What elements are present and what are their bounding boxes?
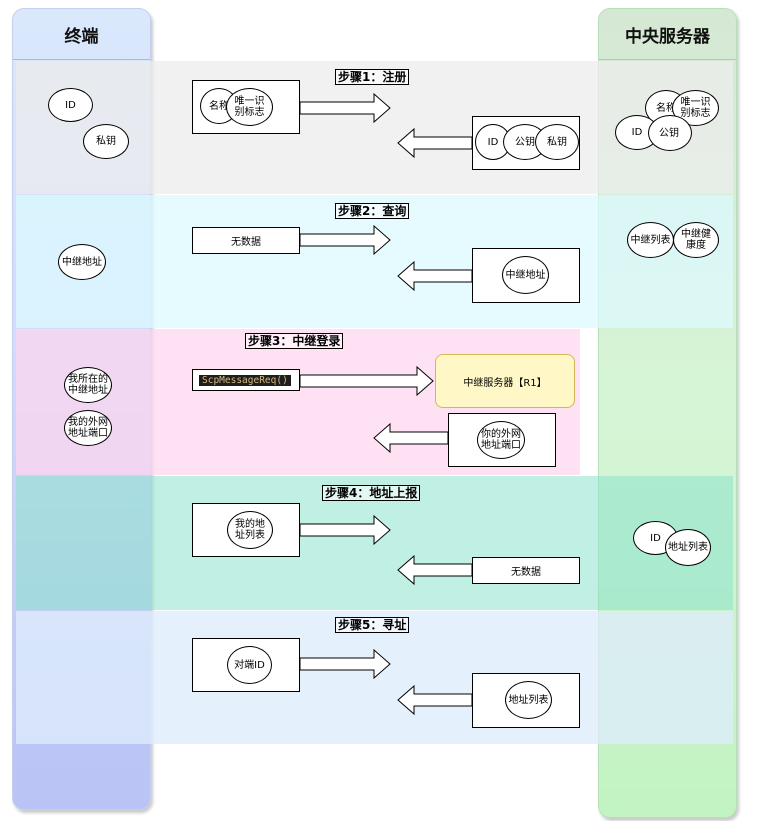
client-id-ellipse: ID — [48, 88, 93, 122]
step4-title: 步骤4：地址上报 — [322, 485, 421, 501]
client-private-key-ellipse: 私钥 — [83, 124, 129, 159]
step2-response-arrow — [397, 260, 473, 292]
server-pubkey-ellipse: 公钥 — [648, 115, 692, 151]
client-my-public-ellipse: 我的外网地址端口 — [64, 410, 112, 446]
step3-title: 步骤3：中继登录 — [245, 333, 344, 349]
step2-client-box: 无数据 — [192, 227, 300, 254]
step1-request-arrow — [299, 92, 391, 124]
client-lane-title: 终端 — [13, 9, 150, 60]
client-relay-addr-ellipse: 中继地址 — [58, 244, 106, 280]
step2-request-arrow — [299, 224, 391, 256]
server-id-ellipse: ID — [615, 115, 659, 150]
step5-request-arrow — [299, 648, 391, 680]
step2-title: 步骤2：查询 — [335, 203, 410, 219]
step3-client-box: ScpMessageReq() — [192, 369, 300, 391]
step2-relay-addr-ellipse: 中继地址 — [502, 256, 549, 294]
client-my-relay-ellipse: 我所在的中继地址 — [64, 367, 112, 403]
step4-my-addr-list-ellipse: 我的地址列表 — [227, 511, 273, 549]
server-lane-title: 中央服务器 — [599, 9, 736, 60]
server-relay-list-ellipse: 中继列表 — [627, 222, 674, 258]
server-relay-health-ellipse: 中继健康度 — [673, 222, 719, 258]
step1-privkey-ellipse: 私钥 — [535, 124, 579, 160]
step4-response-arrow — [397, 554, 473, 586]
step5-title: 步骤5：寻址 — [335, 617, 410, 633]
server-uid-ellipse: 唯一识别标志 — [672, 90, 719, 126]
server-addr-list-ellipse: 地址列表 — [665, 529, 711, 566]
step1-response-arrow — [397, 127, 473, 159]
scp-message-req-label: ScpMessageReq() — [199, 374, 291, 386]
step3-response-arrow — [373, 422, 449, 454]
step5-response-arrow — [397, 684, 473, 716]
step5-peer-id-ellipse: 对端ID — [227, 646, 272, 684]
step5-addr-list-ellipse: 地址列表 — [505, 681, 552, 719]
step4-request-arrow — [299, 514, 391, 546]
step3-request-arrow — [299, 365, 434, 397]
step4-server-box: 无数据 — [472, 557, 580, 584]
relay-server-box: 中继服务器【R1】 — [435, 354, 575, 408]
step3-public-addr-ellipse: 你的外网地址端口 — [477, 421, 525, 459]
step1-uid-ellipse: 唯一识别标志 — [226, 88, 273, 126]
step1-title: 步骤1：注册 — [335, 69, 410, 85]
